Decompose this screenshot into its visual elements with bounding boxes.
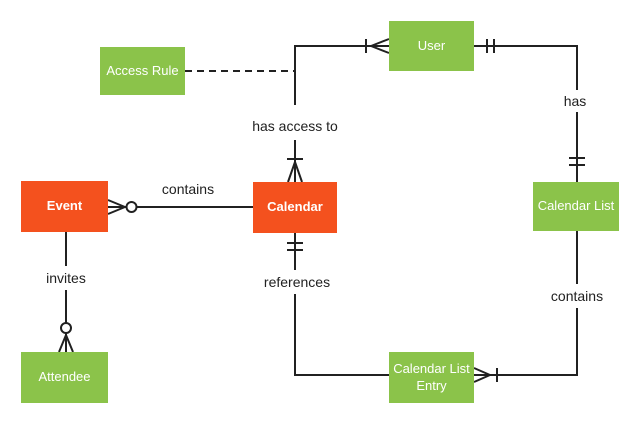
zero-circle-icon — [125, 201, 138, 213]
double-tick-icon — [287, 242, 303, 251]
connector-user-calendar-list — [474, 39, 585, 182]
relationship-label-invites: invites — [46, 270, 86, 286]
crows-foot-icon — [107, 199, 126, 215]
crows-foot-icon — [370, 38, 390, 54]
connector-calendar-user — [287, 38, 390, 183]
double-tick-icon — [486, 39, 495, 53]
relationship-label-has: has — [563, 93, 587, 109]
entity-calendar-list[interactable]: Calendar List — [533, 182, 619, 231]
relationship-label-contains-event: contains — [161, 181, 215, 197]
entity-calendar-list-entry[interactable]: Calendar List Entry — [389, 352, 474, 403]
entity-access-rule[interactable]: Access Rule — [100, 47, 185, 95]
entity-attendee[interactable]: Attendee — [21, 352, 108, 403]
connector-event-calendar — [107, 199, 253, 215]
relationship-label-has-access-to: has access to — [252, 118, 338, 134]
connector-list-entry — [473, 231, 578, 383]
zero-circle-icon — [60, 322, 72, 334]
relationship-label-references: references — [263, 274, 331, 290]
entity-user[interactable]: User — [389, 21, 474, 71]
double-tick-icon — [569, 157, 585, 166]
crows-foot-icon — [473, 367, 491, 383]
relationship-label-contains-entry: contains — [550, 288, 604, 304]
crows-foot-icon — [58, 334, 74, 353]
entity-event[interactable]: Event — [21, 181, 108, 232]
connector-event-attendee — [58, 232, 74, 353]
crows-foot-icon — [287, 161, 303, 183]
connector-calendar-entry — [287, 233, 389, 376]
entity-calendar[interactable]: Calendar — [253, 182, 337, 233]
